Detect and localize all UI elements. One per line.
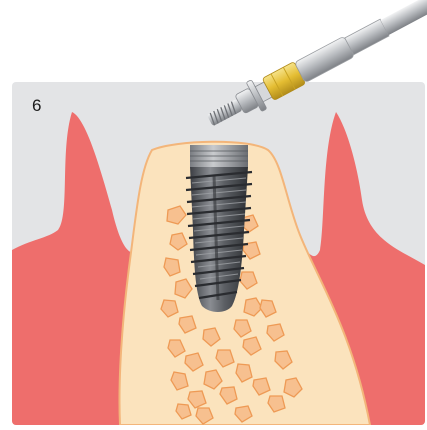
step-number: 6 [32,97,41,114]
